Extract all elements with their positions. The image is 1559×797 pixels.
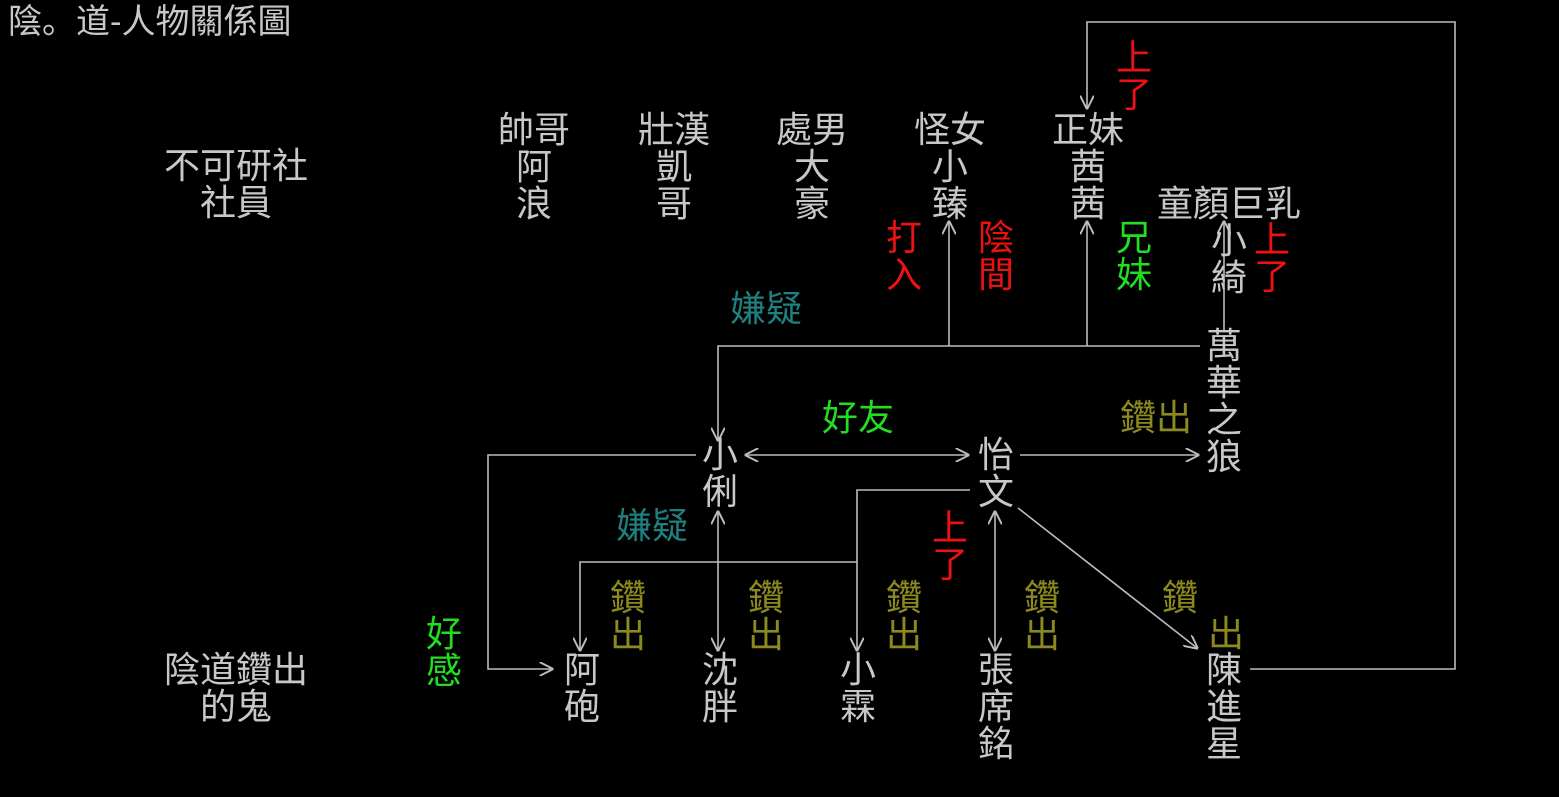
relation-slept-with-mid: 上 了 bbox=[931, 508, 968, 586]
character-xiaozhen: 怪女 小 臻 bbox=[913, 110, 986, 225]
relation-affection: 好 感 bbox=[425, 614, 462, 692]
character-zhangximing: 張 席 銘 bbox=[977, 650, 1014, 765]
relation-emerged-xiaolin: 鑽 出 bbox=[885, 578, 922, 656]
character-apao: 阿 砲 bbox=[563, 650, 600, 728]
line-branch-to-apao bbox=[580, 561, 857, 650]
relation-emerged-shenpang: 鑽 出 bbox=[747, 578, 784, 656]
character-xixi: 正妹 茜 茜 bbox=[1051, 110, 1124, 225]
relation-suspect-mid: 嫌疑 bbox=[615, 506, 688, 547]
relation-suspect-top: 嫌疑 bbox=[729, 289, 802, 330]
character-kaige: 壯漢 凱 哥 bbox=[637, 110, 710, 225]
line-yiwen-to-xiaolin bbox=[857, 489, 970, 650]
relation-emerged-chen-1: 鑽 bbox=[1161, 578, 1198, 619]
character-shenpang: 沈 胖 bbox=[701, 650, 738, 728]
relation-emerged-wolf: 鑽出 bbox=[1119, 398, 1192, 439]
character-alang: 帥哥 阿 浪 bbox=[497, 110, 570, 225]
relation-good-friends: 好友 bbox=[821, 398, 894, 439]
character-xiaoqi-label: 童顏巨乳 小 綺 bbox=[1156, 184, 1301, 299]
character-xiaolin: 小 霖 bbox=[839, 650, 876, 728]
character-xiaoli: 小 俐 bbox=[701, 435, 738, 513]
character-yiwen: 怡 文 bbox=[977, 435, 1014, 513]
line-wanhua-to-xiaoli bbox=[718, 345, 1200, 440]
relation-emerged-chen-2: 出 bbox=[1207, 614, 1244, 655]
relation-underworld: 陰 間 bbox=[977, 218, 1014, 296]
character-xiaoqi: 童顏巨乳 小 綺 bbox=[1130, 112, 1366, 334]
line-yiwen-to-chen bbox=[1017, 507, 1197, 648]
relation-emerged-apao: 鑽 出 bbox=[609, 578, 646, 656]
line-xiaoli-to-apao bbox=[487, 454, 696, 669]
page-title: 陰。道-人物關係圖 bbox=[8, 2, 292, 42]
line-chen-to-xixi bbox=[1087, 21, 1456, 670]
group-emerged-ghosts: 陰道鑽出 的鬼 bbox=[163, 650, 308, 728]
relation-emerged-zhang: 鑽 出 bbox=[1023, 578, 1060, 656]
relation-siblings: 兄 妹 bbox=[1115, 218, 1152, 296]
character-chenjinxing: 陳 進 星 bbox=[1205, 650, 1242, 765]
group-club-members: 不可研社 社員 bbox=[163, 146, 308, 224]
relation-slept-with-qi: 上 了 bbox=[1253, 220, 1290, 298]
character-dahao: 處男 大 豪 bbox=[775, 110, 848, 225]
character-wanhua: 萬 華 之 狼 bbox=[1205, 326, 1242, 478]
relation-slept-with-top: 上 了 bbox=[1115, 38, 1152, 116]
relation-infiltrate: 打 入 bbox=[885, 218, 922, 296]
